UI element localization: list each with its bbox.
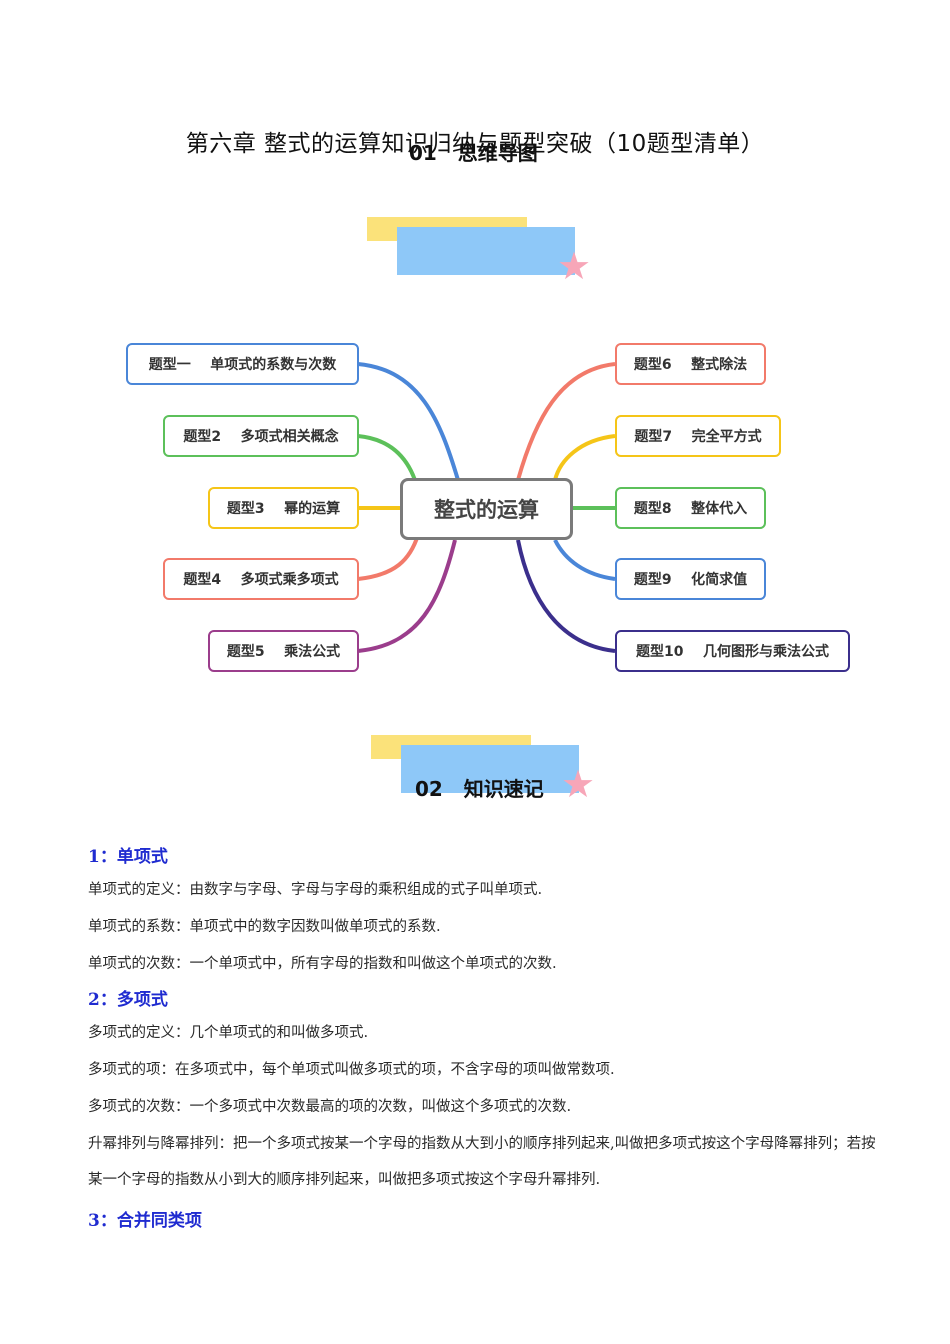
mindmap-node-topic-8: 题型8 整体代入 [615, 487, 766, 529]
mindmap-node-topic-4: 题型4 多项式乘多项式 [163, 558, 359, 600]
section-banner-mindmap: ★ 01 思维导图 [367, 141, 607, 288]
knowledge-content: 1：单项式 单项式的定义：由数字与字母、字母与字母的乘积组成的式子叫单项式. 单… [88, 842, 878, 1244]
banner-label: 02 知识速记 [415, 777, 544, 801]
mindmap-connectors [357, 362, 616, 653]
connector-left-5 [357, 539, 457, 653]
mindmap-center-node: 整式的运算 [400, 478, 573, 540]
paragraph: 多项式的定义：几个单项式的和叫做多项式. [88, 1025, 369, 1041]
mindmap-node-topic-9: 题型9 化简求值 [615, 558, 766, 600]
star-icon: ★ [557, 244, 592, 288]
paragraph: 多项式的项：在多项式中，每个单项式叫做多项式的项，不含字母的项叫做常数项. [88, 1062, 615, 1078]
star-icon: ★ [561, 762, 596, 806]
mindmap-node-topic-3: 题型3 幂的运算 [208, 487, 359, 529]
mindmap-node-topic-7: 题型7 完全平方式 [615, 415, 781, 457]
section-heading-polynomial: 2：多项式 [88, 990, 168, 1010]
connector-right-7 [553, 434, 616, 481]
connector-left-4 [357, 534, 420, 581]
connector-right-10 [516, 539, 616, 653]
paragraph: 单项式的系数：单项式中的数字因数叫做单项式的系数. [88, 919, 441, 935]
mindmap-node-topic-1: 题型一 单项式的系数与次数 [126, 343, 359, 385]
mindmap-node-topic-2: 题型2 多项式相关概念 [163, 415, 359, 457]
paragraph: 单项式的定义：由数字与字母、字母与字母的乘积组成的式子叫单项式. [88, 882, 543, 898]
paragraph: 多项式的次数：一个多项式中次数最高的项的次数，叫做这个多项式的次数. [88, 1099, 572, 1115]
connector-left-1 [357, 362, 460, 481]
connector-right-9 [553, 539, 616, 581]
banner-blue-box [401, 745, 579, 793]
section-banner-knowledge: ★ 02 知识速记 [371, 735, 611, 805]
banner-blue-box [397, 227, 575, 275]
document-title: 第六章 整式的运算知识归纳与题型突破（10题型清单） [185, 131, 765, 157]
banner-label: 01 思维导图 [409, 141, 538, 165]
connector-right-6 [516, 362, 616, 481]
paragraph: 升幂排列与降幂排列：把一个多项式按某一个字母的指数从大到小的顺序排列起来,叫做把… [88, 1136, 876, 1188]
mindmap-node-topic-10: 题型10 几何图形与乘法公式 [615, 630, 850, 672]
section-heading-monomial: 1：单项式 [88, 847, 168, 867]
mindmap-node-topic-6: 题型6 整式除法 [615, 343, 766, 385]
paragraph: 单项式的次数：一个单项式中，所有字母的指数和叫做这个单项式的次数. [88, 956, 557, 972]
section-heading-like-terms: 3：合并同类项 [88, 1211, 202, 1231]
mindmap-node-topic-5: 题型5 乘法公式 [208, 630, 359, 672]
